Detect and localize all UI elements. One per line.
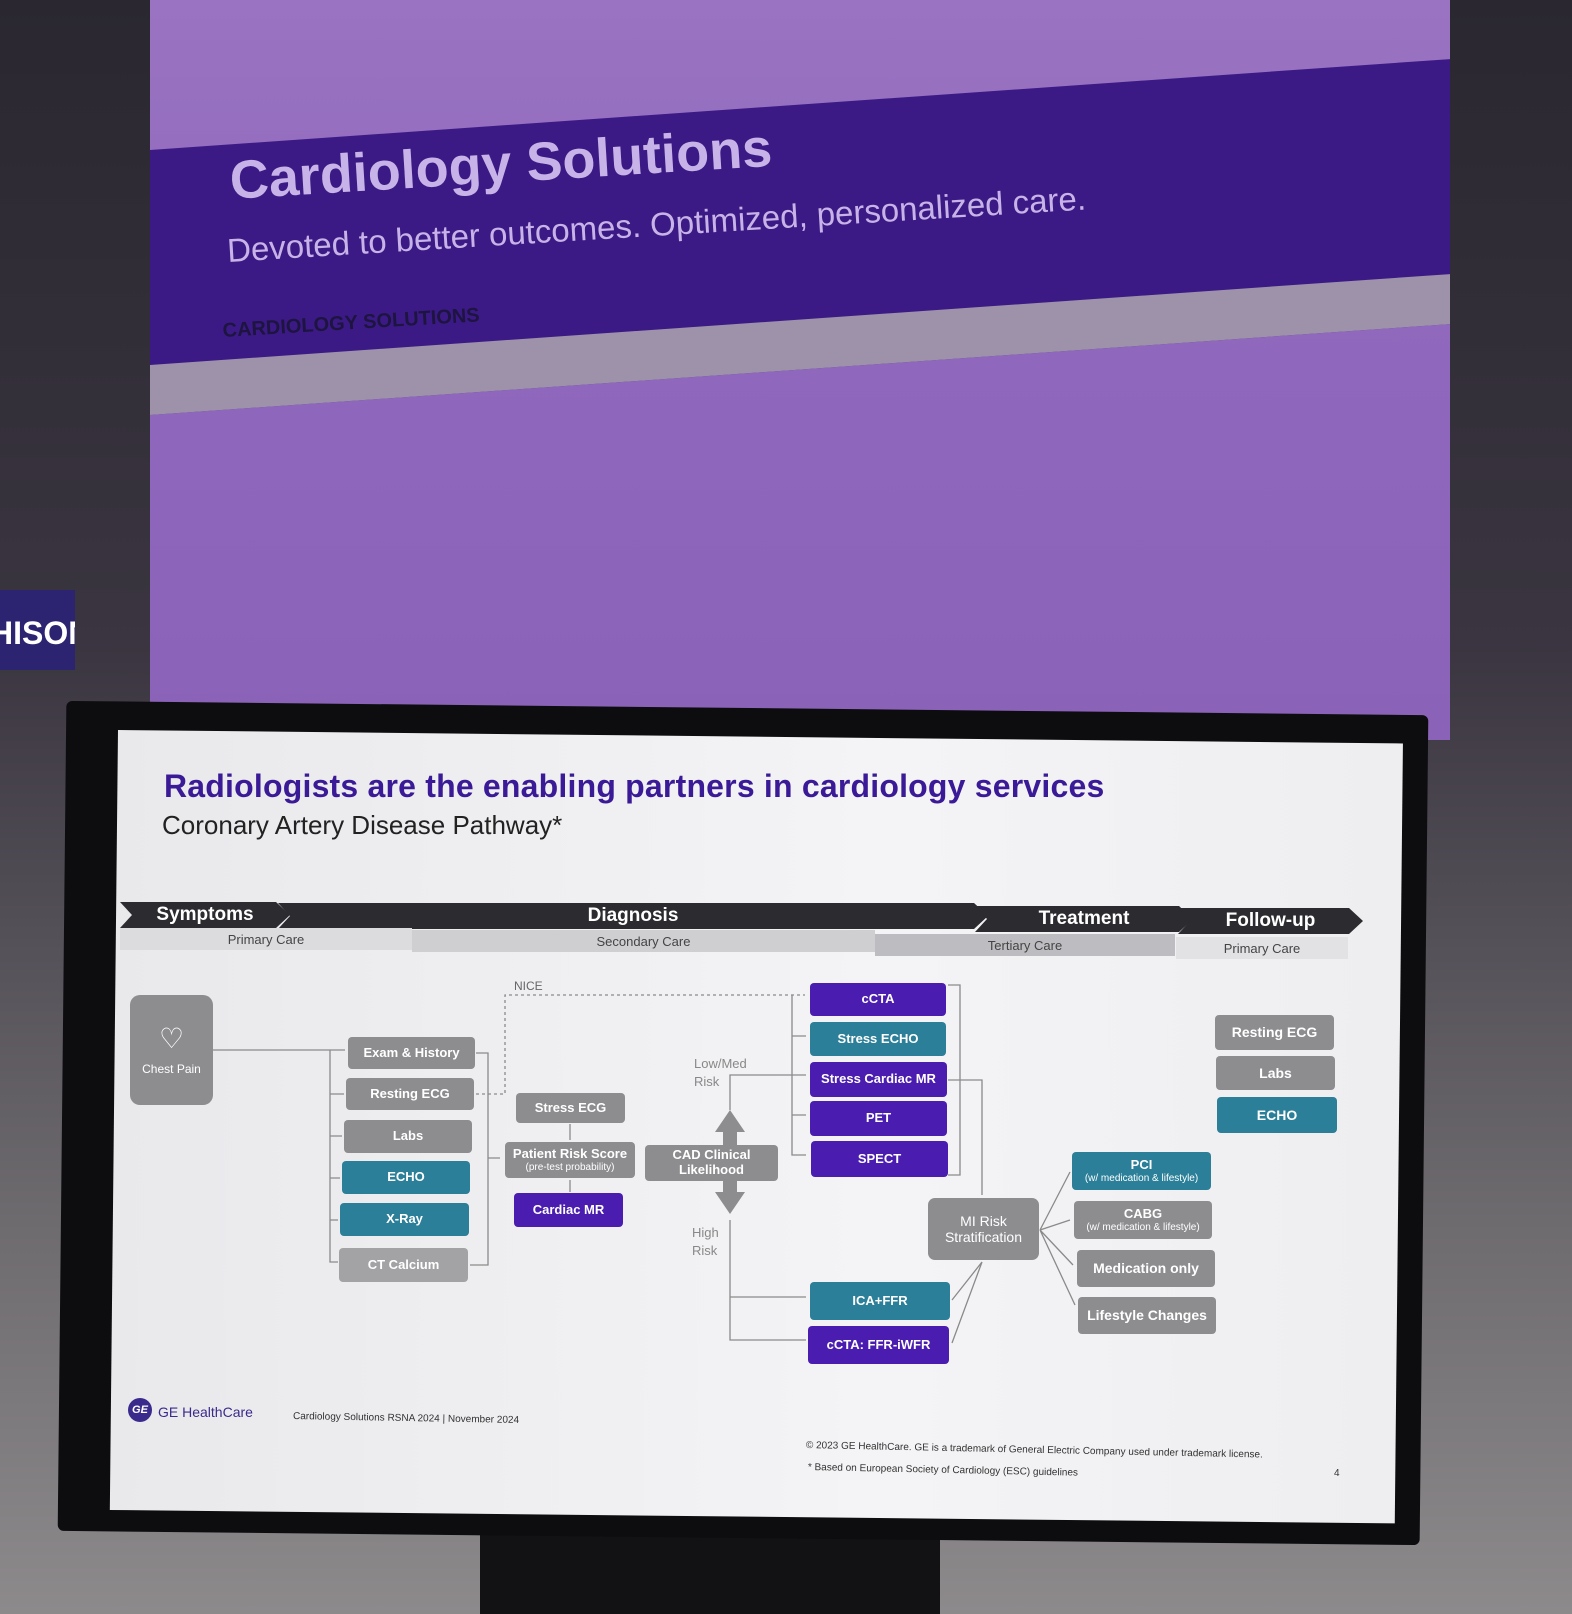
- pci-note: (w/ medication & lifestyle): [1084, 1172, 1199, 1184]
- page-number: 4: [1334, 1468, 1340, 1479]
- node-pet: PET: [810, 1101, 947, 1136]
- cabg-note: (w/ medication & lifestyle): [1086, 1221, 1200, 1233]
- node-spect: SPECT: [811, 1141, 948, 1177]
- ge-logo-icon: GE: [128, 1398, 152, 1422]
- node-cardiac-mr: Cardiac MR: [514, 1193, 623, 1227]
- chest-pain-node: ♡ Chest Pain: [130, 995, 213, 1105]
- node-labs: Labs: [344, 1120, 472, 1153]
- node-ccta: cCTA: [810, 983, 946, 1016]
- node-xray: X-Ray: [340, 1203, 469, 1236]
- pci-label: PCI: [1130, 1156, 1153, 1172]
- followup-resting-ecg: Resting ECG: [1215, 1015, 1334, 1050]
- risk-score-label: Patient Risk Score: [512, 1145, 628, 1161]
- ge-brand: GE HealthCare: [158, 1404, 253, 1420]
- node-medication-only: Medication only: [1077, 1250, 1215, 1287]
- torso-heart-icon: ♡: [158, 1023, 185, 1054]
- node-pci: PCI(w/ medication & lifestyle): [1072, 1152, 1211, 1190]
- nice-label: NICE: [514, 979, 543, 993]
- high-label: High: [692, 1225, 719, 1240]
- risk-score-note: (pre-test probability): [525, 1161, 615, 1173]
- care-followup: Primary Care: [1176, 937, 1348, 959]
- node-ica-ffr: ICA+FFR: [810, 1282, 950, 1320]
- care-primary: Primary Care: [120, 928, 412, 950]
- node-lifestyle-changes: Lifestyle Changes: [1078, 1297, 1216, 1334]
- followup-labs: Labs: [1216, 1056, 1335, 1090]
- node-stress-ecg: Stress ECG: [516, 1093, 625, 1123]
- followup-echo: ECHO: [1217, 1097, 1337, 1133]
- high-risk-label: Risk: [692, 1243, 718, 1258]
- chest-pain-label: Chest Pain: [142, 1062, 201, 1077]
- node-patient-risk-score: Patient Risk Score (pre-test probability…: [505, 1142, 635, 1178]
- node-exam-history: Exam & History: [348, 1037, 475, 1069]
- phase-diagnosis: Diagnosis: [278, 903, 988, 929]
- slide-subtitle: Coronary Artery Disease Pathway*: [162, 810, 563, 840]
- side-sign: HISON: [0, 590, 75, 670]
- care-secondary: Secondary Care: [412, 930, 875, 952]
- low-med-label: Low/Med: [694, 1056, 747, 1071]
- low-med-risk-label: Risk: [694, 1074, 720, 1089]
- slide-title: Radiologists are the enabling partners i…: [164, 768, 1105, 804]
- node-resting-ecg: Resting ECG: [346, 1078, 474, 1110]
- phase-followup: Follow-up: [1178, 908, 1363, 934]
- node-ccta-ffr-iwfr: cCTA: FFR-iWFR: [808, 1326, 949, 1364]
- node-mi-risk: MI Risk Stratification: [928, 1198, 1039, 1260]
- node-cabg: CABG(w/ medication & lifestyle): [1074, 1201, 1212, 1239]
- phase-treatment: Treatment: [975, 906, 1193, 932]
- phase-symptoms: Symptoms: [120, 902, 290, 928]
- node-ct-calcium: CT Calcium: [339, 1248, 468, 1282]
- node-cad-likelihood: CAD Clinical Likelihood: [645, 1145, 778, 1181]
- node-stress-echo: Stress ECHO: [810, 1022, 946, 1056]
- node-echo: ECHO: [342, 1161, 470, 1194]
- node-stress-cardiac-mr: Stress Cardiac MR: [810, 1062, 947, 1097]
- cabg-label: CABG: [1123, 1205, 1163, 1221]
- care-tertiary: Tertiary Care: [875, 934, 1175, 956]
